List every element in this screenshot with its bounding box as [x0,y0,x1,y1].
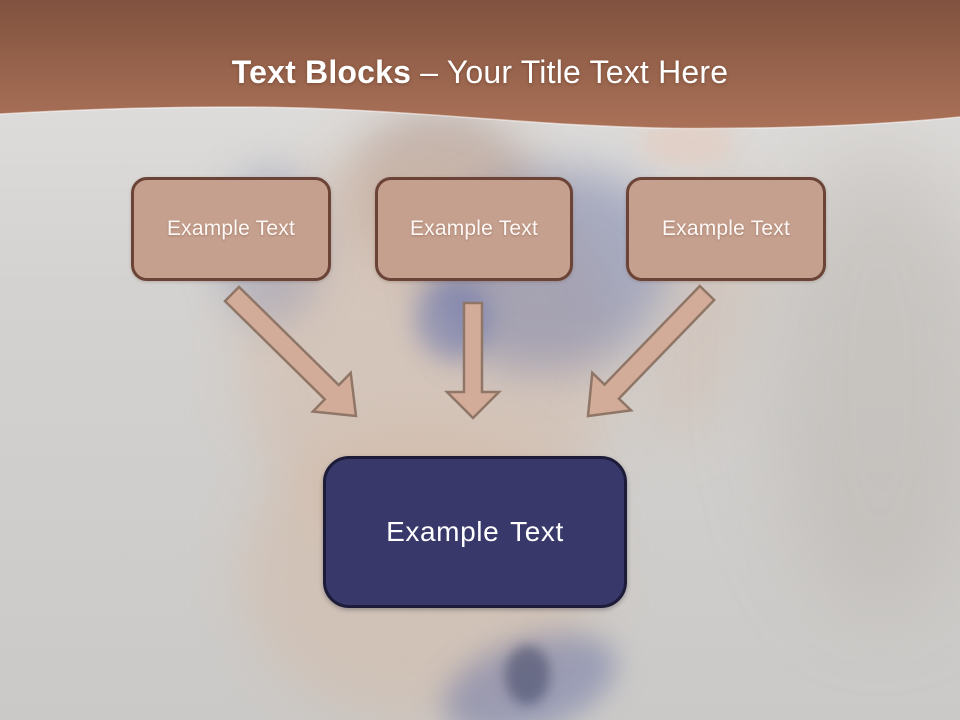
text-block-1: Example Text [131,177,331,281]
header-band [0,0,960,130]
watermark-blob [415,280,490,360]
slide-title-rest: – Your Title Text Here [420,54,729,90]
watermark-blob [430,614,630,720]
arrow-middle-down-icon [443,301,503,420]
result-block-label: Example Text [386,516,564,547]
text-block-1-label: Example Text [166,217,296,240]
arrow-left-down-right-icon [223,285,358,418]
header-wave-highlight [0,106,960,130]
watermark-blob [505,645,550,705]
text-block-3-label: Example Text [661,217,791,240]
slide-title-bold: Text Blocks [231,54,412,90]
arrow-right-down-left-icon [586,284,716,418]
header-wave-shape [0,0,960,129]
result-block: Example Text [323,456,627,608]
text-block-2-label: Example Text [409,217,539,240]
text-block-2: Example Text [375,177,573,281]
text-block-3: Example Text [626,177,826,281]
slide-title: Text Blocks – Your Title Text Here [0,52,960,92]
